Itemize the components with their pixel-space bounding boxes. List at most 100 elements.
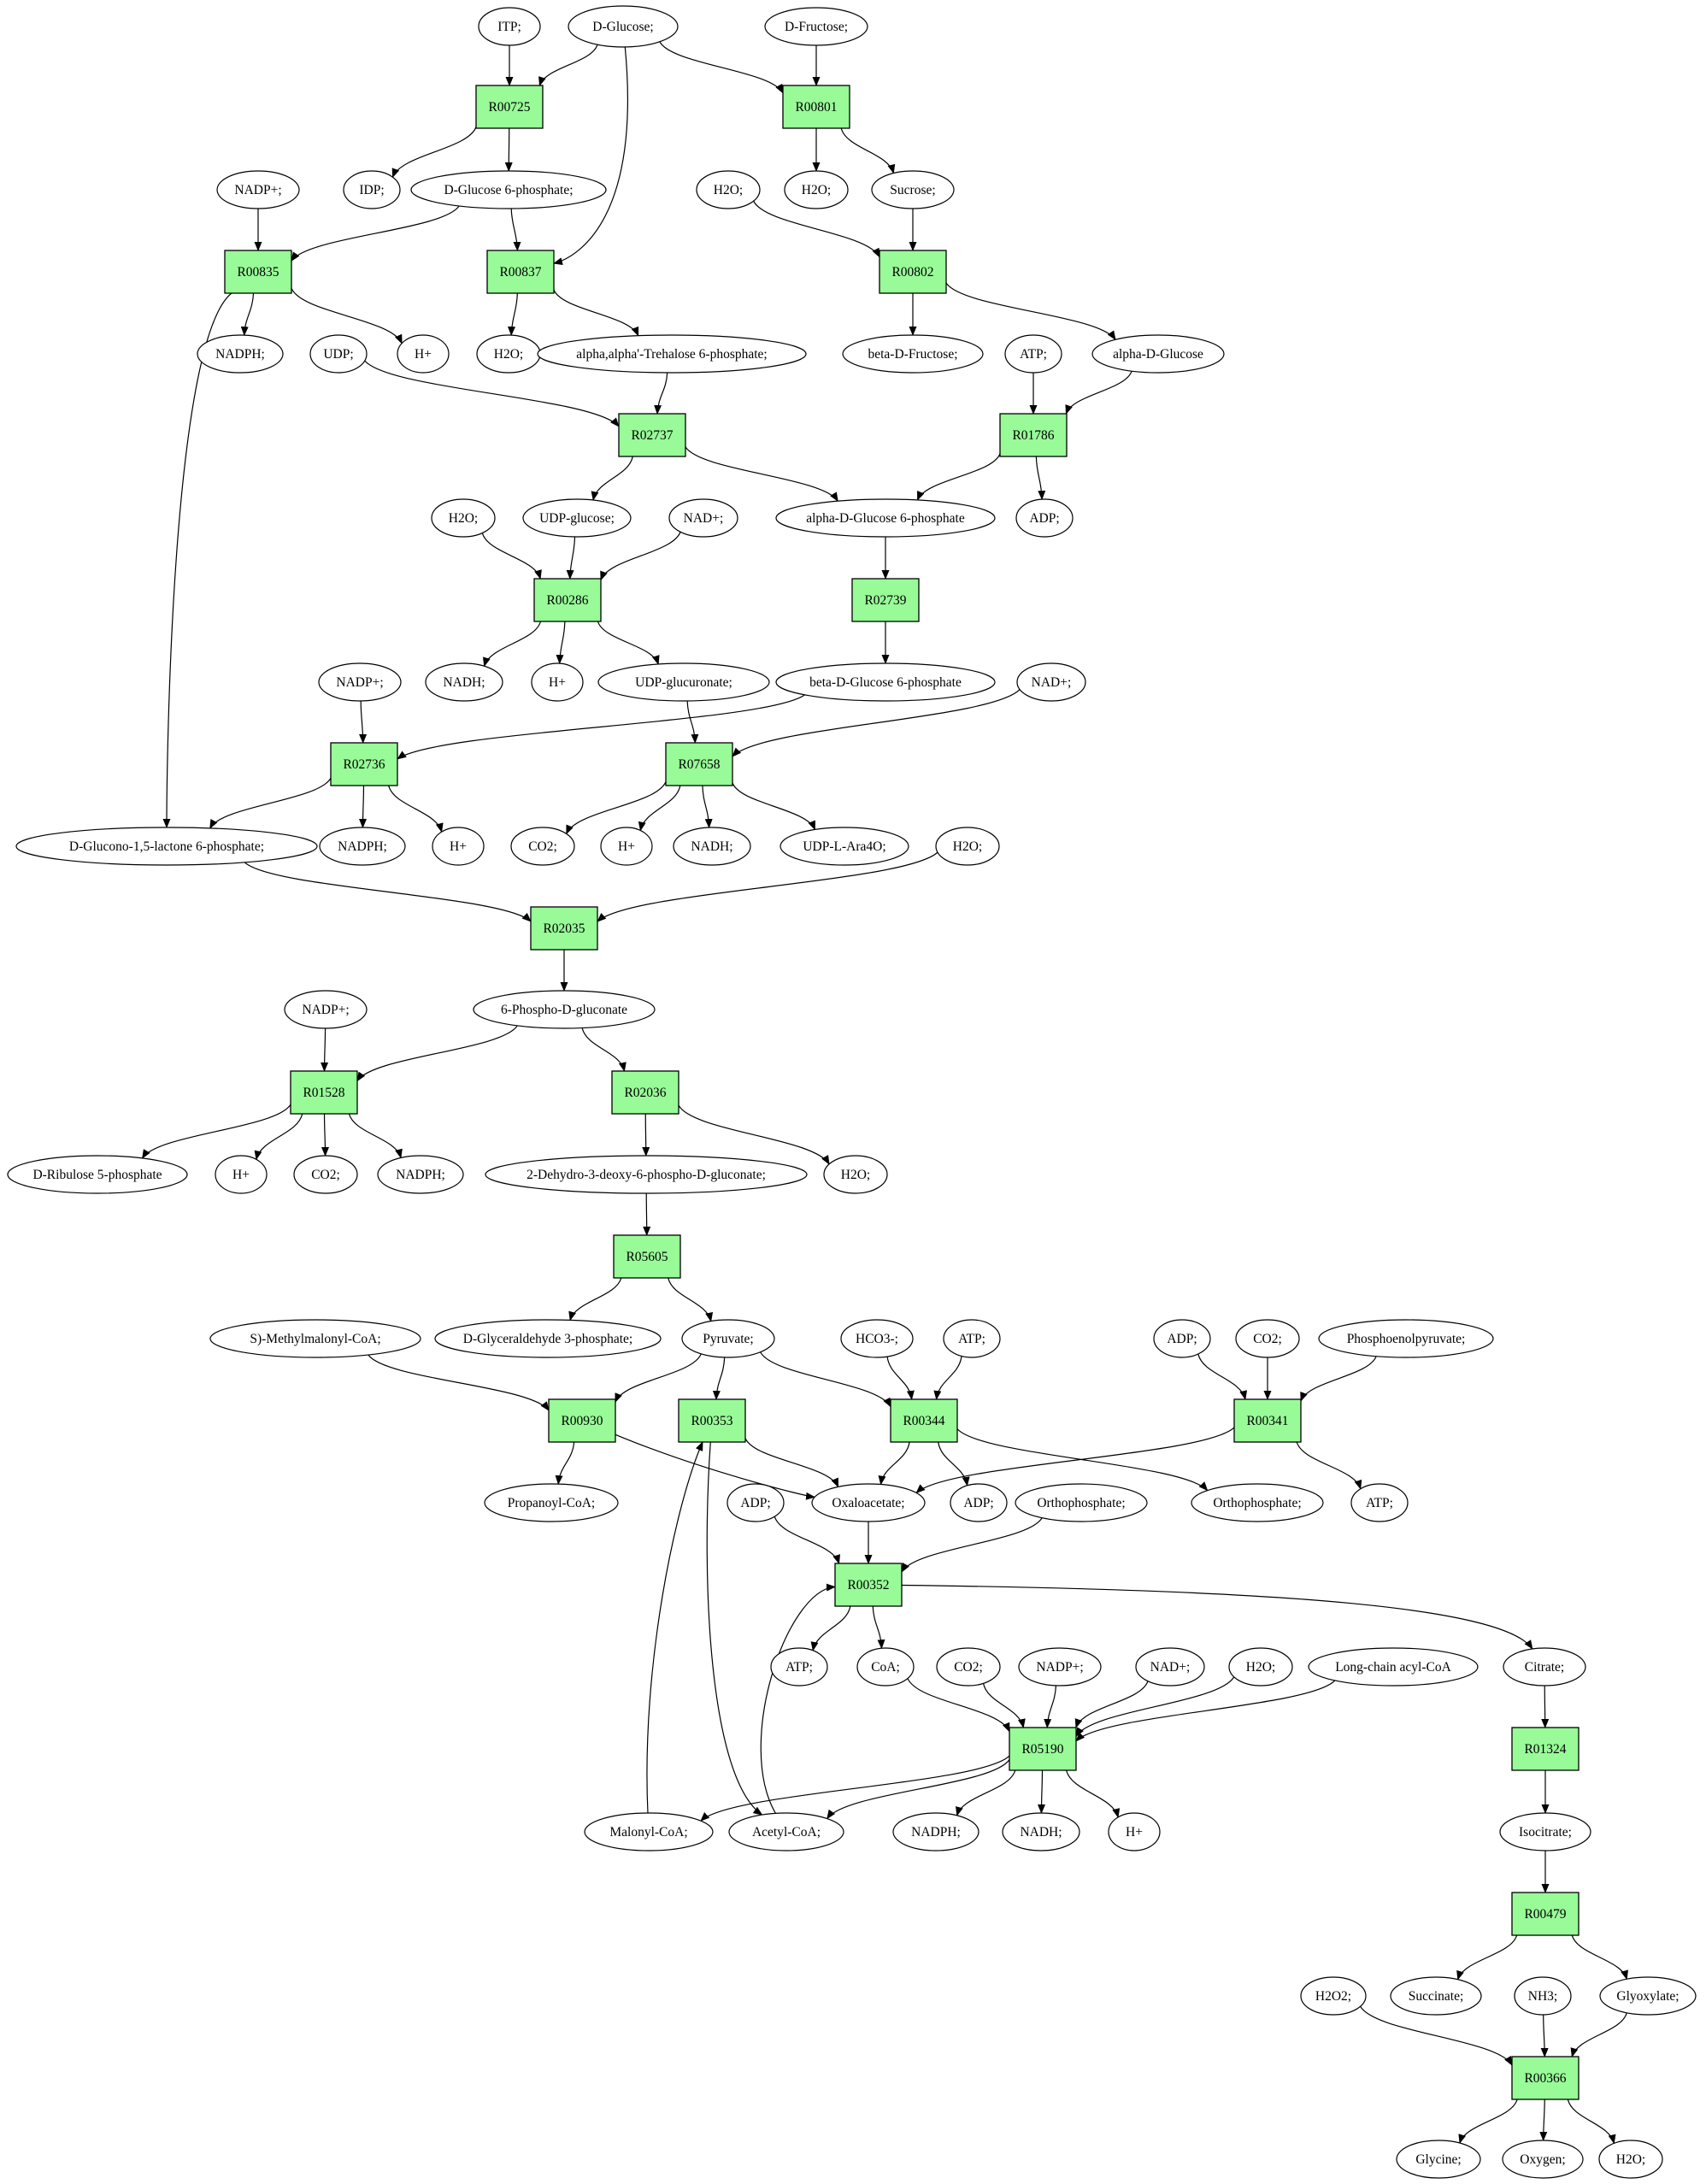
compound-node-atp: ATP; [770,1647,828,1687]
reaction-box [1511,1892,1580,1936]
reaction-box [1233,1398,1302,1443]
compound-label: Glyoxylate; [1616,1989,1679,2004]
compound-label: CoA; [871,1660,900,1675]
compound-label: H2O2; [1315,1989,1351,2004]
compound-ellipse [775,498,996,538]
reaction-label: R05605 [626,1250,668,1264]
compound-node-nad: NAD+; [1016,662,1086,702]
reaction-node-r00479: R00479 [1511,1892,1580,1936]
compound-ellipse [1318,1319,1494,1358]
edge-c-nadp2-to-r-02736 [359,700,368,744]
edge-c-adp2-to-r-00341 [1197,1353,1248,1400]
compound-node-h: H+ [531,662,584,702]
reaction-node-r00930: R00930 [548,1398,616,1443]
compound-ellipse [727,1483,785,1522]
compound-label: H2O; [953,839,982,854]
edge-c-pep-to-r-00341 [1300,1356,1377,1402]
compound-ellipse [343,170,401,209]
edge-r-00930-to-c-oxaloacetate [615,1433,816,1500]
reaction-label: R00366 [1524,2071,1566,2086]
edge-r-00366-to-c-h2o-h [1567,2099,1616,2145]
compound-node-orthophosphate: Orthophosphate; [1015,1483,1148,1522]
compound-label: ADP; [963,1496,993,1510]
edge-r-02736-to-c-h-3 [388,785,444,833]
edge-c-pyruvate-to-r-00353 [712,1357,726,1400]
edge-c-nad1-to-r-00286 [600,532,681,581]
reaction-node-r02036: R02036 [611,1070,679,1115]
compound-label: Orthophosphate; [1213,1496,1301,1510]
reaction-node-r00725: R00725 [475,85,544,129]
reaction-node-r02737: R02737 [618,413,686,457]
compound-node-adp: ADP; [727,1483,785,1522]
compound-label: H+ [450,839,467,854]
edge-r-05190-to-c-acetyl [827,1759,1010,1820]
compound-label: H2O; [494,347,523,362]
compound-ellipse [1599,1976,1697,2016]
compound-node-d-ribulose-5-phosphate: D-Ribulose 5-phosphate [7,1155,188,1194]
edge-r-00479-to-c-succinate [1456,1934,1518,1981]
compound-ellipse [1350,1483,1409,1522]
compound-node-nadph: NADPH; [892,1812,979,1851]
reaction-box [486,250,555,294]
compound-node-udp-glucuronate: UDP-glucuronate; [597,662,770,702]
edge-r-05190-to-c-nadh3 [1037,1769,1045,1814]
compound-ellipse [840,1319,914,1358]
compound-ellipse [770,1647,828,1687]
reaction-box [678,1398,746,1443]
edge-c-6pg-to-r-02036 [581,1027,627,1072]
reaction-box [834,1563,903,1607]
compound-label: Phosphoenolpyruvate; [1347,1332,1466,1346]
compound-ellipse [318,662,402,702]
edge-c-nad3-to-r-05190 [1074,1681,1149,1728]
compound-node-d-glucose: D-Glucose; [568,5,679,48]
compound-label: NH3; [1528,1989,1557,2004]
compound-node-citrate: Citrate; [1503,1647,1586,1687]
compound-node-udp: UDP; [309,334,368,374]
compound-node-oxaloacetate: Oxaloacetate; [811,1483,926,1522]
edge-c-udpglucose-to-r-00286 [566,536,576,580]
edge-r-07658-to-c-udpara [732,782,815,831]
compound-label: NADH; [691,839,732,854]
edge-r-05190-to-c-nadph4 [956,1769,1016,1816]
compound-node-h: H+ [215,1155,268,1194]
compound-node-h: H+ [1108,1812,1161,1851]
edge-c-h2o-a-to-r-00802 [753,200,880,258]
compound-label: Acetyl-CoA; [752,1825,821,1840]
edge-r-00366-to-c-glycine [1458,2099,1518,2145]
edge-r-00344-to-c-oxaloacetate [878,1441,910,1486]
compound-label: UDP-glucuronate; [635,675,732,690]
reaction-node-r00835: R00835 [224,250,292,294]
compound-label: H2O; [1246,1660,1275,1675]
reaction-box [1511,2056,1580,2100]
compound-ellipse [1235,1319,1300,1358]
compound-node-udp-l-ara4o: UDP-L-Ara4O; [779,827,909,866]
compound-label: Isocitrate; [1519,1825,1572,1840]
edge-r-00352-to-c-citrate [901,1584,1533,1650]
compound-label: NAD+; [1032,675,1072,690]
edge-r-00353-to-c-acetyl [706,1441,763,1816]
compound-label: H2O; [1616,2152,1645,2167]
compound-node-d-glucono-1-5-lactone-6-phosphate: D-Glucono-1,5-lactone 6-phosphate; [15,827,318,866]
edge-r-00930-to-c-propanoyl [555,1441,575,1486]
compound-node-d-fructose: D-Fructose; [764,7,868,46]
edge-r-00835-to-c-h-1 [291,288,403,344]
reaction-box [1511,1727,1580,1771]
edge-r-07658-to-c-h-4 [638,785,681,832]
compound-label: NADP+; [1036,1660,1083,1675]
reaction-label: R00802 [891,265,933,280]
compound-label: H+ [415,347,432,362]
edge-c-hco3-to-r-00344 [886,1356,915,1400]
reaction-node-r00837: R00837 [486,250,555,294]
compound-ellipse [871,170,955,209]
compound-label: UDP; [323,347,353,362]
edge-r-05190-to-c-h-6 [1065,1769,1121,1818]
compound-node-coa: CoA; [856,1647,915,1687]
compound-label: H+ [232,1168,250,1182]
reaction-box [879,250,947,294]
compound-ellipse [1598,2140,1663,2179]
compound-label: alpha,alpha'-Trehalose 6-phosphate; [576,347,767,362]
compound-node-adp: ADP; [1153,1319,1211,1358]
compound-ellipse [696,170,761,209]
compound-ellipse [856,1647,915,1687]
reaction-node-r01786: R01786 [999,413,1068,457]
